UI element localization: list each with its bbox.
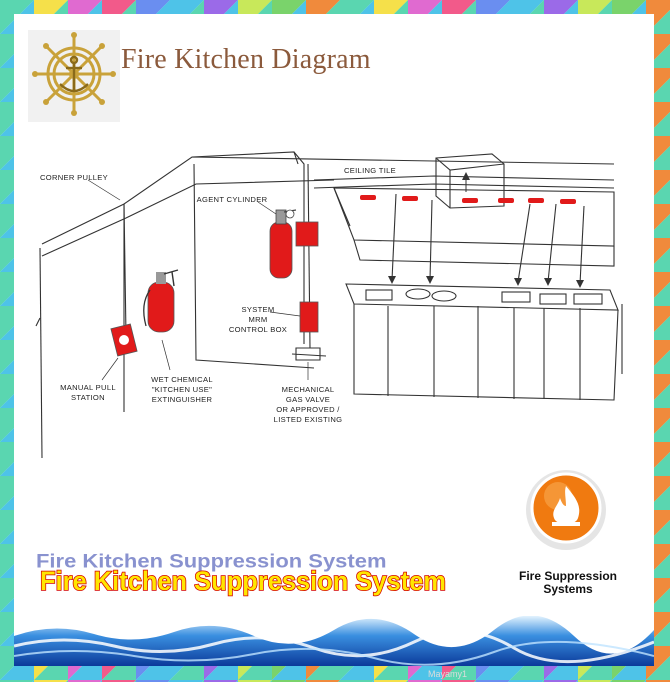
label-system-line2: MRM	[248, 315, 267, 324]
wall-ceiling-line-inner	[41, 179, 335, 257]
extinguisher-icon	[143, 269, 179, 333]
label-mechanical-line3: OR APPROVED /	[276, 405, 340, 414]
system-banner: Fire Kitchen Suppression System Fire Kit…	[36, 550, 447, 596]
badge-label-line2: Systems	[543, 582, 593, 596]
ship-wheel-anchor-icon	[32, 32, 116, 116]
fire-badge-icon	[526, 470, 606, 550]
watermark: Mayamy1	[428, 669, 468, 679]
label-wet-chemical-line3: EXTINGUISHER	[152, 395, 213, 404]
badge-label: Fire Suppression Systems	[498, 570, 638, 596]
banner-text: Fire Kitchen Suppression System	[40, 566, 446, 596]
exhaust-duct	[435, 153, 505, 209]
label-mechanical-line2: GAS VALVE	[286, 395, 330, 404]
label-manual-pull-line1: MANUAL PULL	[60, 383, 116, 392]
label-mechanical-line4: LISTED EXISTING	[274, 415, 343, 424]
label-system-line1: SYSTEM	[241, 305, 274, 314]
page-title: Fire Kitchen Diagram	[121, 44, 371, 75]
mrm-control-box-icon	[299, 301, 319, 333]
gas-valve	[291, 347, 327, 361]
detection-line	[123, 203, 127, 337]
nozzle-arrowheads	[388, 172, 584, 288]
label-corner-pulley: CORNER PULLEY	[40, 173, 108, 182]
label-mechanical-line1: MECHANICAL	[282, 385, 335, 394]
manual-pull-station-icon	[110, 323, 138, 357]
label-ceiling-tile: CEILING TILE	[344, 166, 396, 175]
fusible-links	[360, 195, 576, 204]
water-wave-decoration	[14, 616, 654, 666]
content-card: Fire Kitchen Diagram	[14, 14, 654, 666]
label-wet-chemical-line2: "KITCHEN USE"	[152, 385, 212, 394]
logo	[28, 30, 120, 122]
label-agent-cylinder: AGENT CYLINDER	[197, 195, 268, 204]
agent-cylinder-icon	[269, 209, 297, 279]
badge-label-line1: Fire Suppression	[518, 569, 618, 583]
label-manual-pull-line2: STATION	[71, 393, 105, 402]
cooking-appliances	[345, 283, 623, 401]
kitchen-suppression-diagram: CORNER PULLEY CEILING TILE AGENT CYLINDE…	[35, 151, 623, 459]
label-wet-chemical-line1: WET CHEMICAL	[151, 375, 213, 384]
label-system-line3: CONTROL BOX	[229, 325, 287, 334]
nozzle-lines	[391, 193, 585, 285]
wall-ceiling-line	[41, 156, 615, 245]
mosaic-tile	[646, 656, 670, 680]
control-box-icon	[295, 221, 319, 247]
banner-text-shadow: Fire Kitchen Suppression System	[36, 550, 387, 572]
exhaust-hood	[333, 187, 615, 247]
